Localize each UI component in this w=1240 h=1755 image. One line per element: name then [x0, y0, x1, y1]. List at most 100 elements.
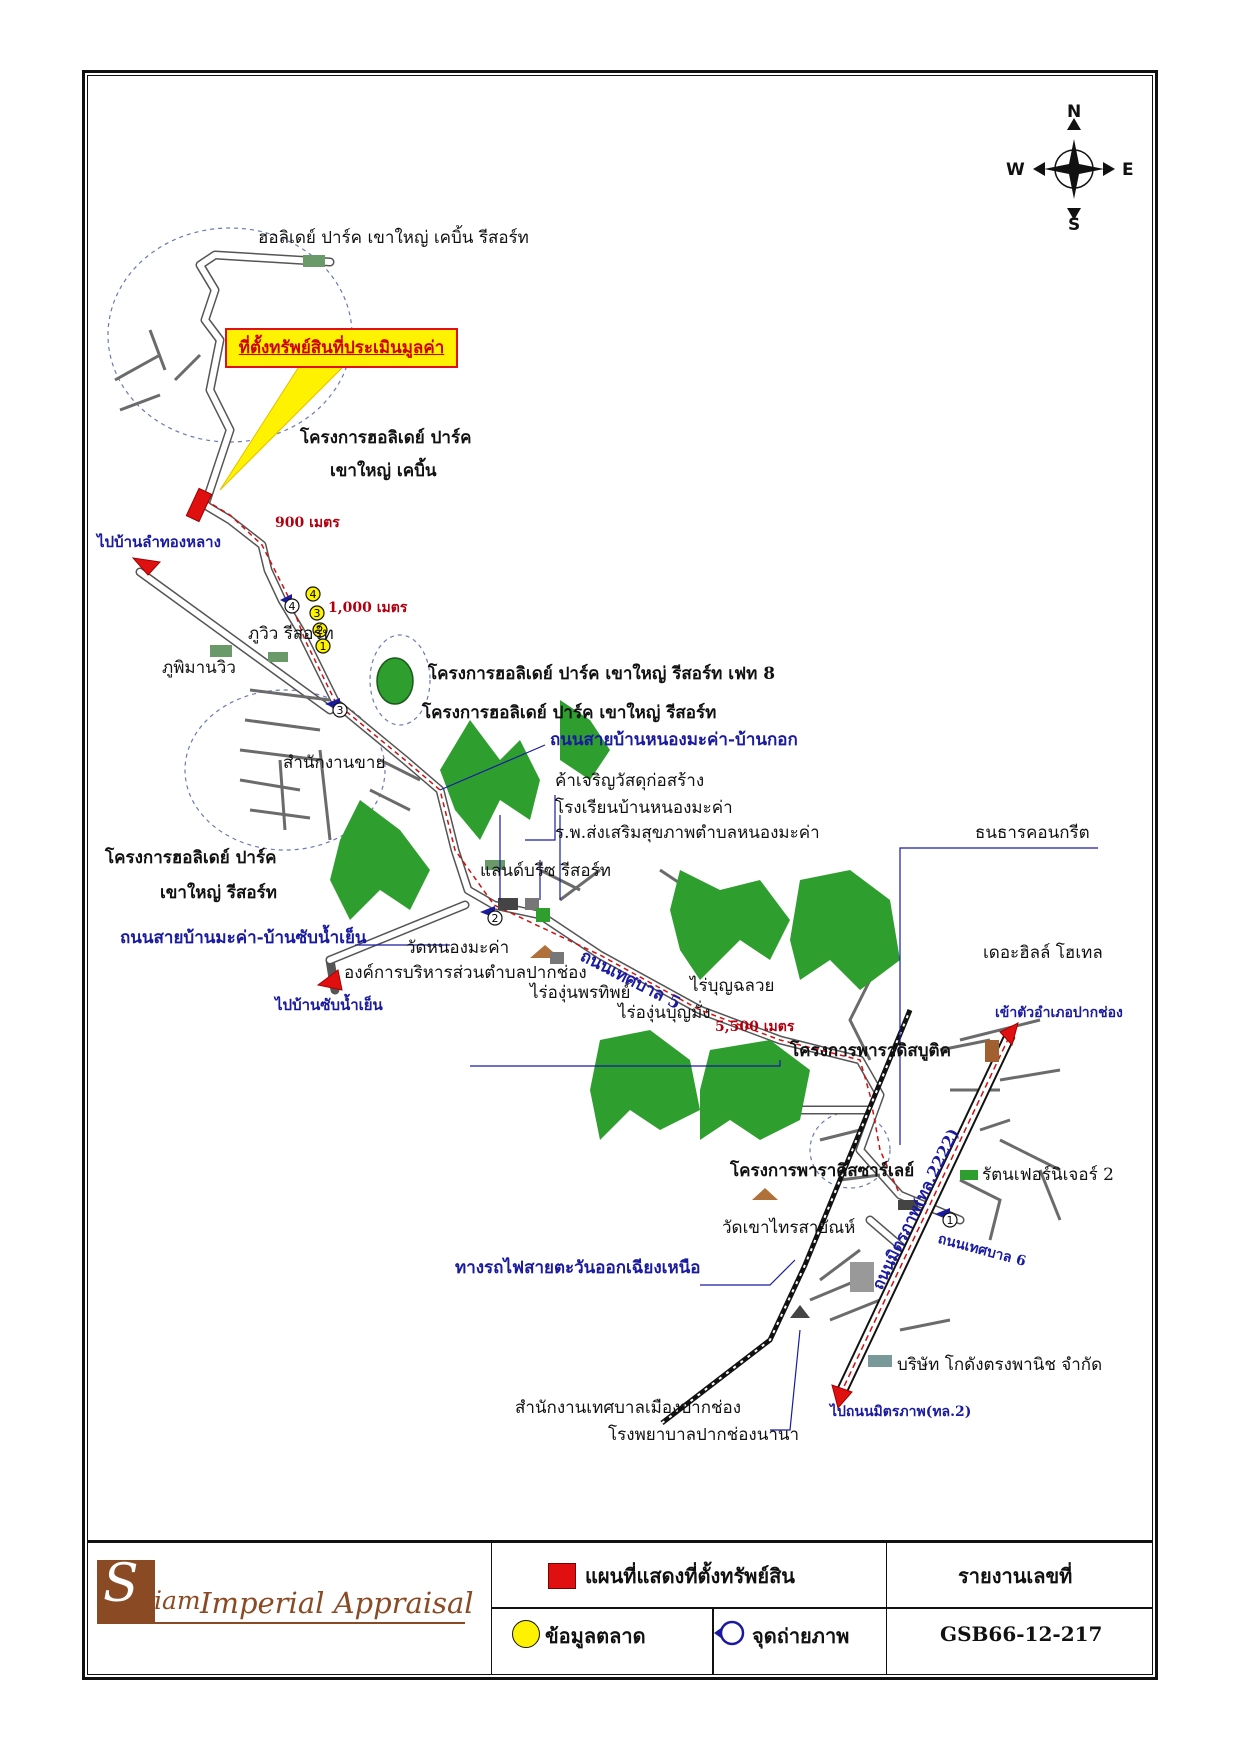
- resort-icon: [303, 255, 325, 267]
- photo-point-1: 1: [935, 1208, 958, 1228]
- side-roads: [114, 329, 1062, 1332]
- compass-west: W: [1006, 160, 1025, 180]
- hotel-icon: [985, 1040, 999, 1062]
- compass-south: S: [1068, 215, 1081, 235]
- distance-900m: 900 เมตร: [275, 515, 340, 531]
- label-wat-khao-sai: วัดเขาไทรสายัณห์: [722, 1218, 856, 1238]
- label-rai-boon-chuai: ไร่บุญฉลวย: [690, 976, 775, 996]
- svg-text:2: 2: [317, 624, 324, 637]
- compass-east: E: [1122, 160, 1134, 180]
- highway-2222: [834, 1032, 1016, 1398]
- label-kodang: บริษัท โกดังตรงพานิช จำกัด: [897, 1355, 1103, 1375]
- logo-imperial: Imperial Appraisal: [200, 1586, 474, 1620]
- label-vineyard-phrathiphy: ไร่องุ่นพรทิพย์: [530, 983, 631, 1003]
- warehouse-icon: [868, 1355, 892, 1367]
- compass-north: N: [1067, 102, 1082, 122]
- label-the-hills: เดอะฮิลล์ โฮเทล: [983, 943, 1103, 963]
- pointer-lines: [355, 744, 1098, 1431]
- route-dashed: [204, 499, 901, 1196]
- temple-icon: [752, 1188, 778, 1200]
- label-project-cabin-1: โครงการฮอลิเดย์ ปาร์ค: [300, 428, 472, 448]
- logo-s: S: [103, 1554, 139, 1614]
- legend-market-circle-icon: [512, 1620, 540, 1648]
- map-frame-inner: [87, 75, 1153, 1675]
- label-to-sap-nam-yen: ไปบ้านซับน้ำเย็น: [275, 996, 383, 1014]
- svg-text:2: 2: [492, 912, 499, 925]
- resort-icon: [268, 652, 288, 662]
- resort-icon: [210, 645, 232, 657]
- label-thanachat: ธนธารคอนกรีต: [975, 823, 1090, 843]
- legend-property-map: แผนที่แสดงที่ตั้งทรัพย์สิน: [585, 1564, 795, 1588]
- label-paradise-project: โครงการพาราดิสบูติค: [790, 1041, 951, 1061]
- label-construction-shop: ค้าเจริญวัสดุก่อสร้าง: [555, 771, 705, 791]
- label-phu-mi-man-view: ภูพิมานวิว: [162, 658, 236, 678]
- market-points: 4 3 2 1: [305, 586, 331, 654]
- distance-1000m: 1,000 เมตร: [328, 600, 408, 616]
- legend-report-label: รายงานเลขที่: [958, 1564, 1073, 1588]
- label-rattan-furniture: รัตนเฟอร์นิเจอร์ 2: [982, 1165, 1114, 1185]
- railway-line: [660, 1009, 913, 1425]
- label-wat-nong-maka: วัดหนองมะค่า: [406, 938, 510, 958]
- label-tambon-org: องค์การบริหารส่วนตำบลปากช่อง: [344, 963, 587, 983]
- legend-market-data: ข้อมูลตลาด: [545, 1624, 646, 1648]
- subject-property-callout: ที่ตั้งทรัพย์สินที่ประเมินมูลค่า: [225, 328, 458, 368]
- label-sales-office: สำนักงานขาย: [283, 753, 386, 773]
- svg-text:3: 3: [314, 607, 321, 620]
- legend-photo-point: จุดถ่ายภาพ: [752, 1624, 850, 1648]
- legend-row-divider: [492, 1607, 1153, 1609]
- legend-red-square-icon: [548, 1563, 576, 1589]
- market-point-4: 4: [305, 586, 321, 602]
- legend-symbols-cell: [492, 1543, 887, 1675]
- svg-text:1: 1: [947, 1214, 954, 1227]
- compass-rose: [1033, 118, 1115, 220]
- legend-col-divider: [712, 1607, 714, 1675]
- photo-point-2: 2: [480, 906, 503, 926]
- school-icon: [498, 898, 518, 910]
- market-point-2: 2: [312, 622, 328, 638]
- svg-text:4: 4: [310, 588, 317, 601]
- label-school: โรงเรียนบ้านหนองมะค่า: [555, 798, 733, 818]
- market-point-1: 1: [315, 638, 331, 654]
- label-paradise-valley: โครงการพาราดิสซาร์เลย์: [730, 1161, 915, 1181]
- health-icon: [536, 908, 550, 922]
- label-land-breeze: แลนด์บรีซ รีสอร์ท: [480, 861, 611, 881]
- map-frame: [82, 70, 1158, 1680]
- hospital-nana-icon: [850, 1262, 874, 1292]
- logo-underline: [97, 1622, 465, 1624]
- legend-photo-point-icon: [714, 1620, 745, 1646]
- photo-point-4: 4: [280, 594, 300, 614]
- logo-iam: iam: [154, 1586, 201, 1615]
- logo-mark: [97, 1560, 155, 1622]
- label-holiday-park-cabin: ฮอลิเดย์ ปาร์ค เขาใหญ่ เคบิ้น รีสอร์ท: [258, 228, 529, 248]
- phase8-area: [376, 657, 414, 705]
- svg-text:3: 3: [337, 704, 344, 717]
- legend-box: [87, 1540, 1153, 1675]
- photo-points: 4 3 2 1: [280, 594, 958, 1228]
- label-pak-chong-hospital: โรงพยาบาลปากช่องนานา: [608, 1425, 800, 1445]
- forest-areas: [330, 700, 900, 1140]
- label-road-maka-sap: ถนนสายบ้านมะค่า-บ้านซับน้ำเย็น: [120, 928, 367, 948]
- label-phase8: โครงการฮอลิเดย์ ปาร์ค เขาใหญ่ รีสอร์ท เฟ…: [428, 664, 776, 684]
- label-resort-project: โครงการฮอลิเดย์ ปาร์ค เขาใหญ่ รีสอร์ท: [422, 703, 717, 723]
- distance-5500m: 5,500 เมตร: [715, 1019, 795, 1035]
- label-road-nong-maka-kok: ถนนสายบ้านหนองมะค่า-บ้านกอก: [550, 730, 798, 750]
- svg-text:4: 4: [289, 600, 296, 613]
- svg-text:1: 1: [320, 640, 327, 653]
- roads-inner: [137, 252, 963, 1253]
- label-municipal-office: สำนักงานเทศบาลเมืองปากช่อง: [515, 1398, 742, 1418]
- hospital-icon: [525, 898, 539, 910]
- municipal-icon: [790, 1305, 810, 1318]
- label-project-cabin-2: เขาใหญ่ เคบิ้น: [330, 461, 437, 481]
- label-to-mittraphap: ไปถนนมิตรภาพ(ทล.2): [830, 1404, 972, 1420]
- label-health-hospital: ร.พ.ส่งเสริมสุขภาพตำบลหนองมะค่า: [555, 823, 820, 843]
- label-resort-project-left-2: เขาใหญ่ รีสอร์ท: [160, 883, 277, 903]
- subject-property-marker: [185, 487, 213, 523]
- concrete-icon: [898, 1200, 918, 1210]
- direction-arrows: [131, 557, 1019, 1410]
- label-resort-project-left-1: โครงการฮอลิเดย์ ปาร์ค: [105, 848, 277, 868]
- legend-logo-cell: [87, 1543, 492, 1675]
- legend-report-number: GSB66-12-217: [940, 1622, 1103, 1646]
- furniture-icon: [960, 1170, 978, 1180]
- office-icon: [550, 952, 564, 964]
